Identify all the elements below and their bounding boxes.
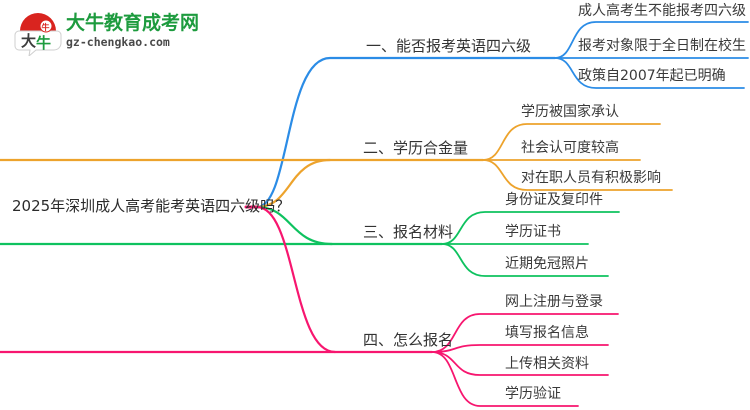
branch-4-spine bbox=[255, 205, 434, 354]
logo-wordmark: 大牛教育成考网 gz-chengkao.com bbox=[66, 12, 200, 50]
branch-2-spine bbox=[255, 158, 485, 209]
leaf-node-2-2-label[interactable]: 社会认可度较高 bbox=[521, 140, 619, 156]
leaf-node-3-2-label[interactable]: 学历证书 bbox=[505, 224, 561, 240]
leaf-node-1-2-label[interactable]: 报考对象限于全日制在校生 bbox=[578, 38, 746, 54]
svg-text:牛: 牛 bbox=[36, 34, 51, 52]
branch-1-spine bbox=[255, 56, 557, 209]
branch-3-leaf-3-wire bbox=[441, 243, 609, 277]
branch-4-leaf-3-wire bbox=[431, 351, 609, 376]
leaf-node-1-3-label[interactable]: 政策自2007年起已明确 bbox=[578, 68, 726, 84]
leaf-node-3-3-label[interactable]: 近期免冠照片 bbox=[505, 256, 589, 272]
logo-title: 大牛教育成考网 bbox=[66, 12, 200, 34]
leaf-node-3-1-label[interactable]: 身份证及复印件 bbox=[505, 192, 603, 208]
leaf-node-2-3-label[interactable]: 对在职人员有积极影响 bbox=[521, 170, 661, 186]
branch-2-leaf-1-wire bbox=[482, 123, 661, 161]
branch-1-leaf-3-wire bbox=[554, 57, 745, 89]
branch-4-leaf-1-wire bbox=[431, 313, 619, 353]
leaf-node-4-2-label[interactable]: 填写报名信息 bbox=[505, 325, 589, 341]
leaf-node-4-4-label[interactable]: 学历验证 bbox=[505, 386, 561, 402]
branch-node-2-label[interactable]: 二、学历合金量 bbox=[363, 139, 469, 157]
branch-node-1-label[interactable]: 一、能否报考英语四六级 bbox=[366, 37, 532, 55]
leaf-node-4-1-label[interactable]: 网上注册与登录 bbox=[505, 294, 603, 310]
branch-node-4-label[interactable]: 四、怎么报名 bbox=[363, 331, 454, 349]
branch-4-leaf-4-wire bbox=[431, 351, 579, 407]
logo-subtitle: gz-chengkao.com bbox=[66, 35, 170, 49]
site-logo: 大 牛 牛 大牛教育成考网 gz-chengkao.com bbox=[14, 8, 200, 58]
leaf-node-2-1-label[interactable]: 学历被国家承认 bbox=[521, 104, 619, 120]
svg-text:牛: 牛 bbox=[42, 22, 50, 32]
branch-4-leaf-2-wire bbox=[431, 344, 609, 353]
branch-node-3-label[interactable]: 三、报名材料 bbox=[363, 223, 454, 241]
branch-2-leaf-3-wire bbox=[482, 159, 673, 191]
root-node-label[interactable]: 2025年深圳成人高考能考英语四六级吗？ bbox=[12, 197, 291, 215]
svg-text:大: 大 bbox=[21, 32, 36, 50]
leaf-node-4-3-label[interactable]: 上传相关资料 bbox=[505, 356, 589, 372]
branch-1-leaf-1-wire bbox=[554, 21, 749, 59]
leaf-node-1-1-label[interactable]: 成人高考生不能报考四六级 bbox=[578, 3, 746, 19]
logo-mark-icon: 大 牛 牛 bbox=[14, 13, 62, 56]
branch-3-leaf-1-wire bbox=[441, 211, 620, 245]
